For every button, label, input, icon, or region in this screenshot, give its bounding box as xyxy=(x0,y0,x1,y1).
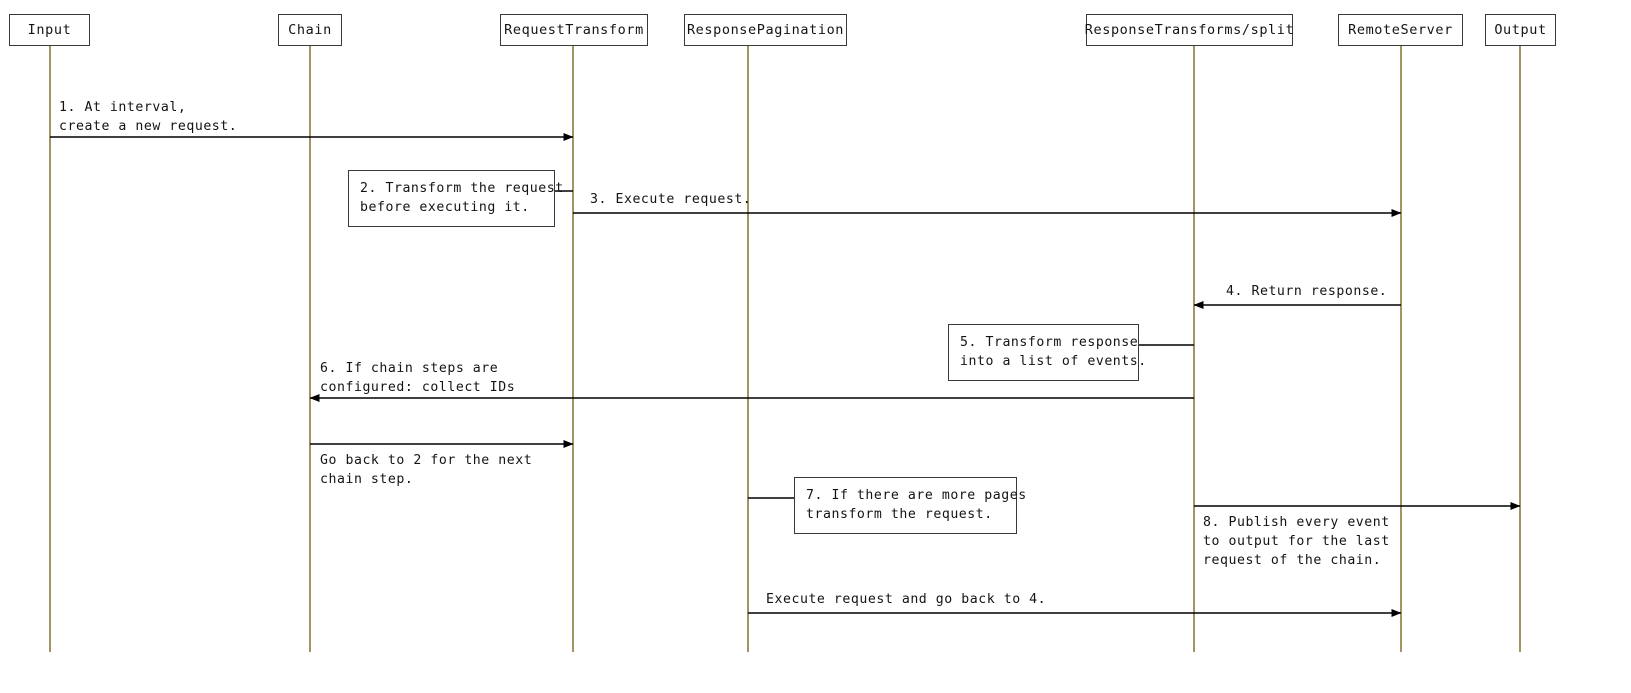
participant-requesttransform: RequestTransform xyxy=(500,14,648,46)
note-connectors-group xyxy=(555,190,1194,499)
message-label-msg-6: 6. If chain steps are configured: collec… xyxy=(320,361,516,395)
message-label-msg-exec-goback4: Execute request and go back to 4. xyxy=(766,592,1047,607)
participant-chain: Chain xyxy=(278,14,342,46)
participant-responsepagination: ResponsePagination xyxy=(684,14,847,46)
note-note-2: 2. Transform the request before executin… xyxy=(348,170,563,227)
message-label-msg-8: 8. Publish every event to output for the… xyxy=(1203,515,1390,568)
participant-responsetransforms-split: ResponseTransforms/split xyxy=(1085,14,1294,46)
participant-input: Input xyxy=(9,14,90,46)
participant-remoteserver: RemoteServer xyxy=(1338,14,1463,46)
message-label-msg-1: 1. At interval, create a new request. xyxy=(59,100,238,134)
message-label-msg-goback2: Go back to 2 for the next chain step. xyxy=(320,453,533,487)
message-label-msg-3: 3. Execute request. xyxy=(590,192,752,207)
participant-output: Output xyxy=(1485,14,1556,46)
note-note-7: 7. If there are more pages transform the… xyxy=(794,477,1026,534)
message-label-msg-4: 4. Return response. xyxy=(1226,284,1388,299)
message-arrows-group xyxy=(50,133,1521,617)
note-note-5: 5. Transform response into a list of eve… xyxy=(948,324,1146,381)
lifelines-group xyxy=(49,46,1521,652)
